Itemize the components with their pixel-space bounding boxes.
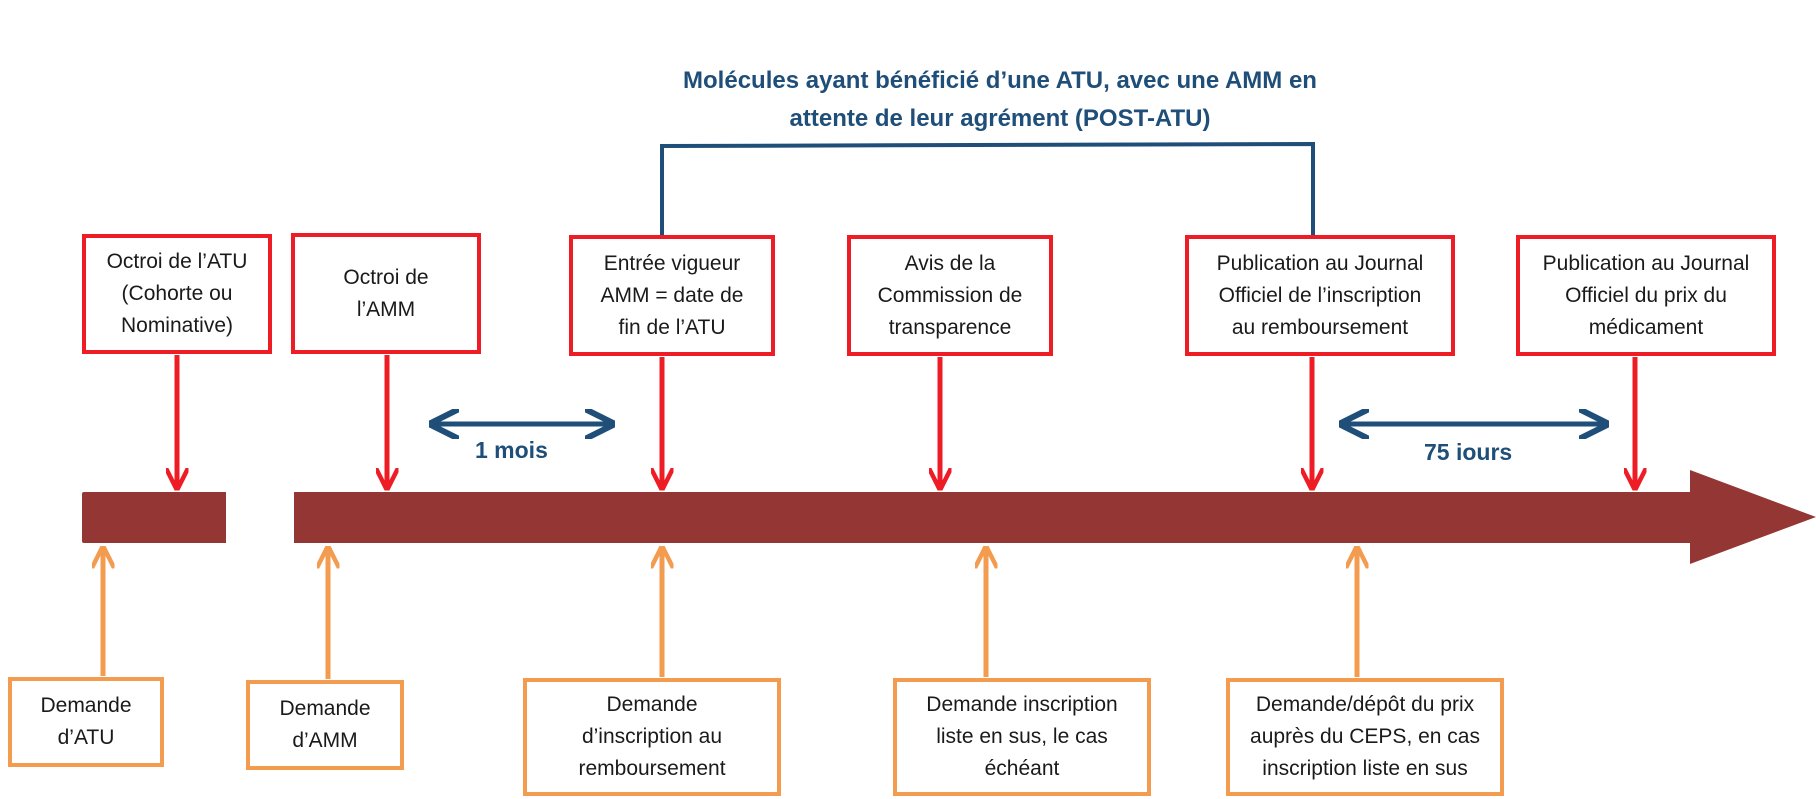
post-atu-bracket [660, 141, 1315, 235]
event-demande-prix-ceps: Demande/dépôt du prix auprès du CEPS, en… [1226, 678, 1504, 796]
duration-label-75-jours: 75 iours [1424, 439, 1513, 465]
event-demande-amm: Demande d’AMM [246, 680, 404, 770]
event-publication-inscription: Publication au Journal Officiel de l’ins… [1185, 235, 1455, 356]
event-demande-atu: Demande d’ATU [8, 677, 164, 767]
post-atu-title: Molécules ayant bénéficié d’une ATU, ave… [683, 67, 1317, 132]
event-publication-prix: Publication au Journal Officiel du prix … [1516, 235, 1776, 356]
event-entree-vigueur-amm: Entrée vigueur AMM = date de fin de l’AT… [569, 235, 775, 356]
event-demande-liste-sus: Demande inscription liste en sus, le cas… [893, 678, 1151, 796]
event-demande-inscription: Demande d’inscription au remboursement [523, 678, 781, 796]
event-octroi-atu: Octroi de l’ATU (Cohorte ou Nominative) [82, 234, 272, 354]
event-octroi-amm: Octroi de l’AMM [291, 233, 481, 354]
timeline-gap [226, 492, 294, 544]
duration-label-1-mois: 1 mois [475, 437, 548, 463]
event-avis-commission: Avis de la Commission de transparence [847, 235, 1053, 356]
timeline-arrow [82, 470, 1816, 564]
